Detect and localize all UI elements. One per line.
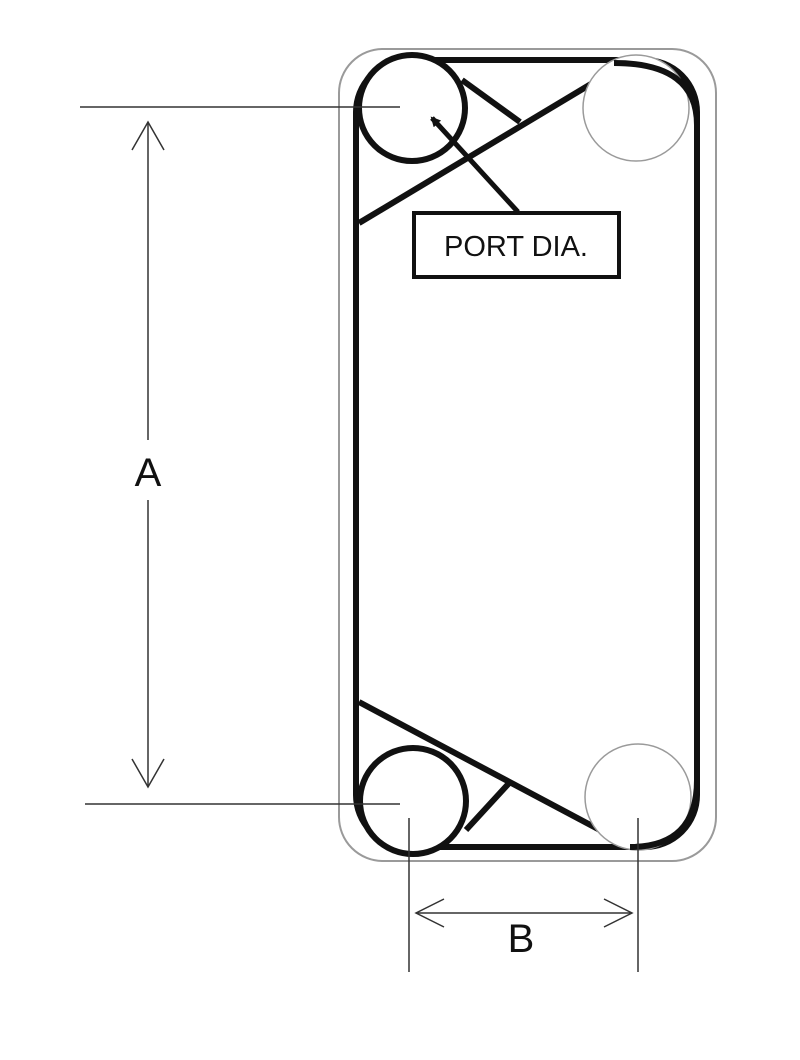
gasket-outline <box>353 57 700 850</box>
dimension-b-arrowhead-right <box>603 898 634 928</box>
port-diameter-label: PORT DIA. <box>444 231 588 263</box>
bottom-right-gasket-arc <box>629 779 700 850</box>
dimension-b-label: B <box>508 917 535 961</box>
dimension-a-label: A <box>135 451 162 495</box>
port-diameter-leader-arrow <box>430 116 520 214</box>
dimension-a-arrowhead-bottom <box>131 758 165 789</box>
top-left-port-seal-line <box>460 77 522 125</box>
bottom-left-port-seal-line <box>463 778 514 833</box>
top-diagonal-gasket-line <box>357 63 623 226</box>
port-bottom-left <box>357 745 469 857</box>
port-top-right <box>582 54 690 162</box>
dimension-b-arrowhead-left <box>414 898 445 928</box>
dimension-a-arrowhead-top <box>131 120 165 151</box>
plate-outer-outline <box>338 48 717 862</box>
top-right-gasket-arc <box>613 60 700 126</box>
port-diameter-callout-box <box>412 211 621 279</box>
port-top-left <box>356 52 468 164</box>
bottom-diagonal-gasket-line <box>357 699 632 849</box>
